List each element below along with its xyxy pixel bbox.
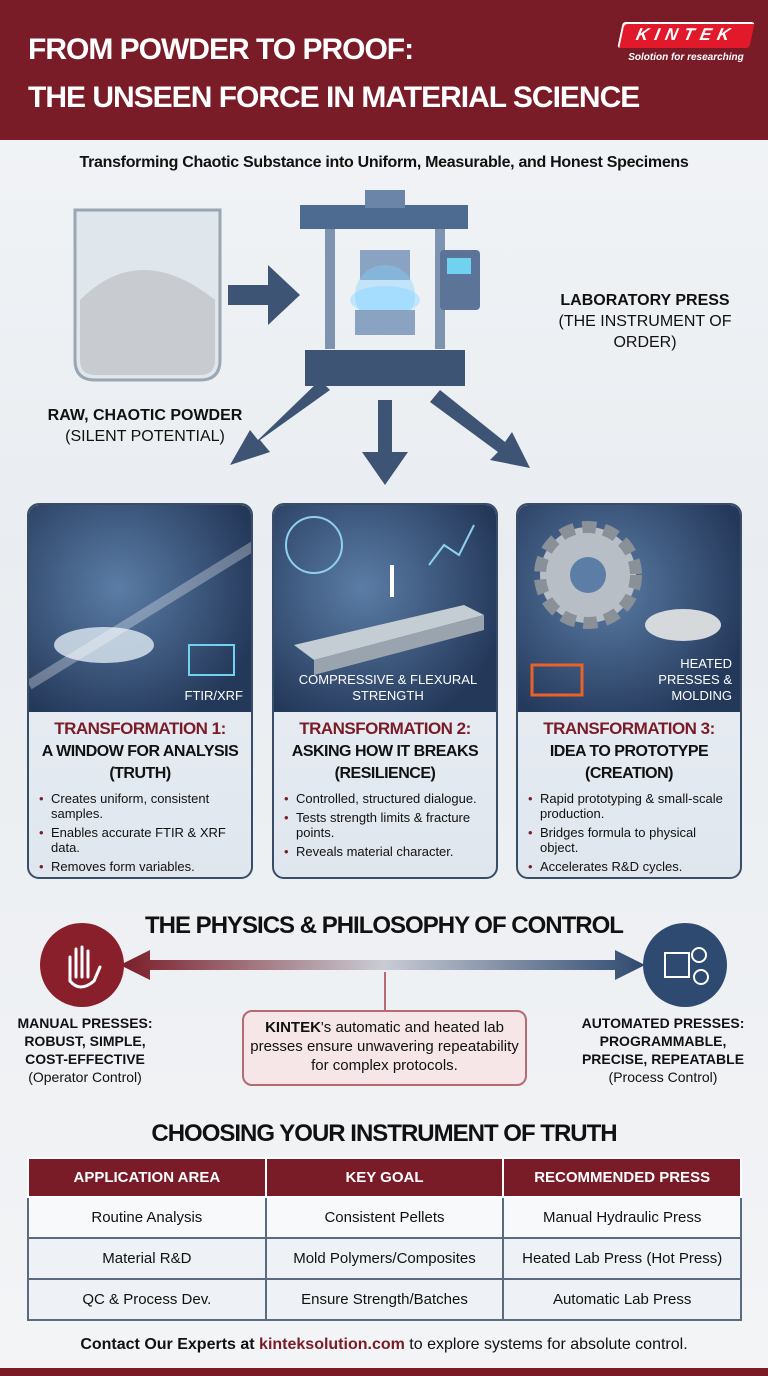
control-section-title: THE PHYSICS & PHILOSOPHY OF CONTROL [145, 912, 624, 939]
powder-label: RAW, CHAOTIC POWDER(SILENT POTENTIAL) [47, 407, 243, 445]
card-heading: TRANSFORMATION 3: [543, 719, 715, 738]
logo-tagline: Solotion for researching [628, 52, 744, 63]
manual-presses-text: MANUAL PRESSES:ROBUST, SIMPLE,COST-EFFEC… [17, 1015, 153, 1085]
kintek-callout: KINTEK's automatic and heated lab presse… [242, 1010, 527, 1086]
automated-presses-text: AUTOMATED PRESSES:PROGRAMMABLE,PRECISE, … [581, 1015, 745, 1085]
kintek-logo: KINTEK [617, 22, 755, 48]
hand-icon [40, 923, 124, 1007]
laboratory-press-icon [300, 190, 480, 386]
footer-cta: Contact Our Experts at kinteksolution.co… [80, 1336, 688, 1353]
website-link[interactable]: kinteksolution.com [259, 1336, 405, 1353]
compression-icon [285, 516, 343, 574]
arrow-down-icon [362, 400, 408, 485]
card-caption: COMPRESSIVE & FLEXURAL STRENGTH [298, 672, 478, 703]
arrow-down-right-icon [430, 390, 530, 468]
arrow-right-icon [228, 265, 300, 325]
arrow-down-left-icon [230, 380, 330, 465]
bottom-bar [0, 1368, 768, 1376]
subtitle: Transforming Chaotic Substance into Unif… [79, 154, 689, 171]
card-caption: HEATED PRESSES & MOLDING [658, 656, 732, 703]
table-row: QC & Process Dev.Ensure Strength/Batches… [27, 1278, 742, 1321]
transformation-card-2: COMPRESSIVE & FLEXURAL STRENGTH TRANSFOR… [272, 503, 498, 879]
table-title: CHOOSING YOUR INSTRUMENT OF TRUTH [151, 1120, 617, 1147]
graph-icon [428, 524, 475, 566]
card-heading: TRANSFORMATION 2: [299, 719, 471, 738]
card-title: IDEA TO PROTOTYPE(CREATION) [549, 743, 709, 782]
card-heading: TRANSFORMATION 1: [54, 719, 226, 738]
spectrometer-icon [188, 644, 235, 676]
pellet-light-image: FTIR/XRF [29, 505, 251, 712]
transformation-card-3: HEATED PRESSES & MOLDING TRANSFORMATION … [516, 503, 742, 879]
title-line-2: THE UNSEEN FORCE IN MATERIAL SCIENCE [28, 81, 640, 114]
chip-gear-icon [643, 923, 727, 1007]
card-bullets: Controlled, structured dialogue.Tests st… [284, 791, 488, 863]
press-label: LABORATORY PRESS(THE INSTRUMENT OF ORDER… [558, 292, 732, 351]
card-title: ASKING HOW IT BREAKS(RESILIENCE) [291, 743, 479, 782]
card-bullets: Rapid prototyping & small-scale producti… [528, 791, 732, 877]
title-line-1: FROM POWDER TO PROOF: [28, 33, 414, 66]
heated-press-icon [530, 663, 584, 697]
card-bullets: Creates uniform, consistent samples.Enab… [39, 791, 243, 877]
gear-prototype-image: HEATED PRESSES & MOLDING [518, 505, 740, 712]
fracture-bar-image: COMPRESSIVE & FLEXURAL STRENGTH [274, 505, 496, 712]
control-spectrum-arrow [120, 950, 645, 1010]
transformation-card-1: FTIR/XRF TRANSFORMATION 1: A WINDOW FOR … [27, 503, 253, 879]
hero-illustration [73, 190, 530, 485]
beaker-icon [73, 208, 222, 382]
card-title: A WINDOW FOR ANALYSIS(TRUTH) [41, 743, 239, 782]
card-caption: FTIR/XRF [184, 688, 244, 703]
header-banner [0, 0, 768, 140]
